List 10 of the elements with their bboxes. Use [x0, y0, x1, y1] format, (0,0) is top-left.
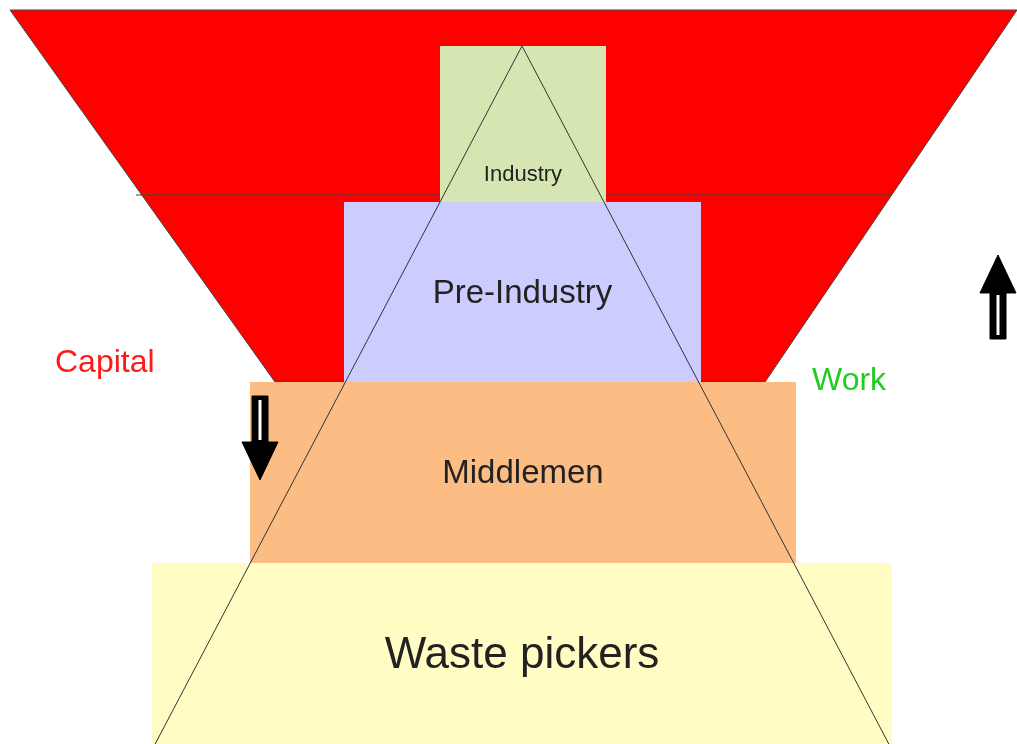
middle-layer-box: [250, 382, 796, 563]
top-layer-box: [440, 46, 606, 202]
base-layer-box: [152, 563, 892, 744]
layer-label: Industry: [483, 161, 563, 187]
side-label: Work: [812, 362, 887, 398]
side-label: Capital: [55, 344, 155, 380]
layer-label: Waste pickers: [384, 629, 660, 678]
upper-layer-box: [344, 202, 701, 382]
layer-label: Middlemen: [442, 454, 604, 491]
layer-label: Pre-Industry: [432, 273, 613, 311]
